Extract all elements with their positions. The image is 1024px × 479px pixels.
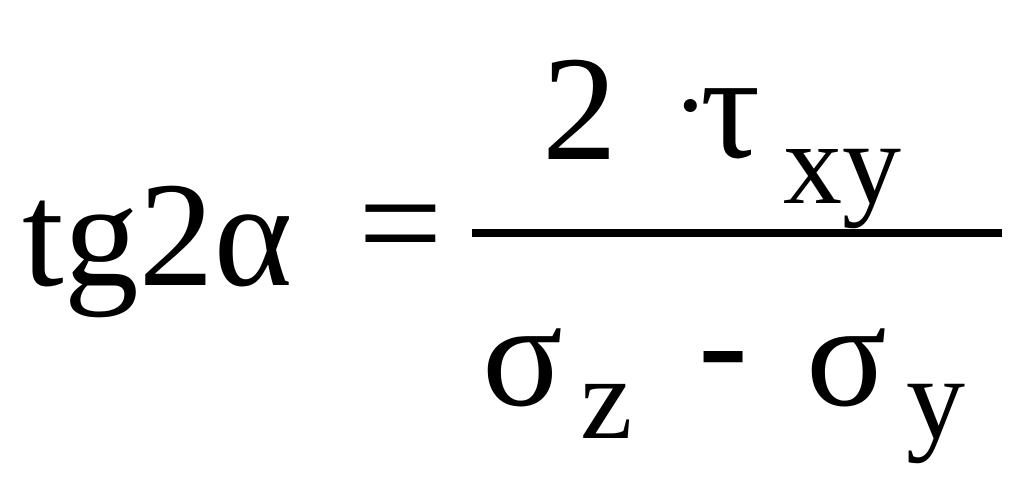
formula-lhs: tg2α — [22, 152, 293, 318]
sigma-z-symbol: σ — [482, 272, 563, 438]
equals-sign: = — [358, 140, 443, 306]
fraction-bar — [472, 229, 1002, 237]
tau-subscript: xy — [783, 98, 901, 229]
sigma-z-subscript: z — [580, 333, 633, 464]
sigma-y-subscript: y — [906, 333, 965, 464]
numerator-coefficient: 2 — [542, 26, 617, 192]
minus-sign: - — [698, 259, 748, 425]
tau-symbol: τ — [700, 24, 761, 190]
multiplication-dot: · — [672, 44, 709, 166]
sigma-y-symbol: σ — [806, 272, 887, 438]
